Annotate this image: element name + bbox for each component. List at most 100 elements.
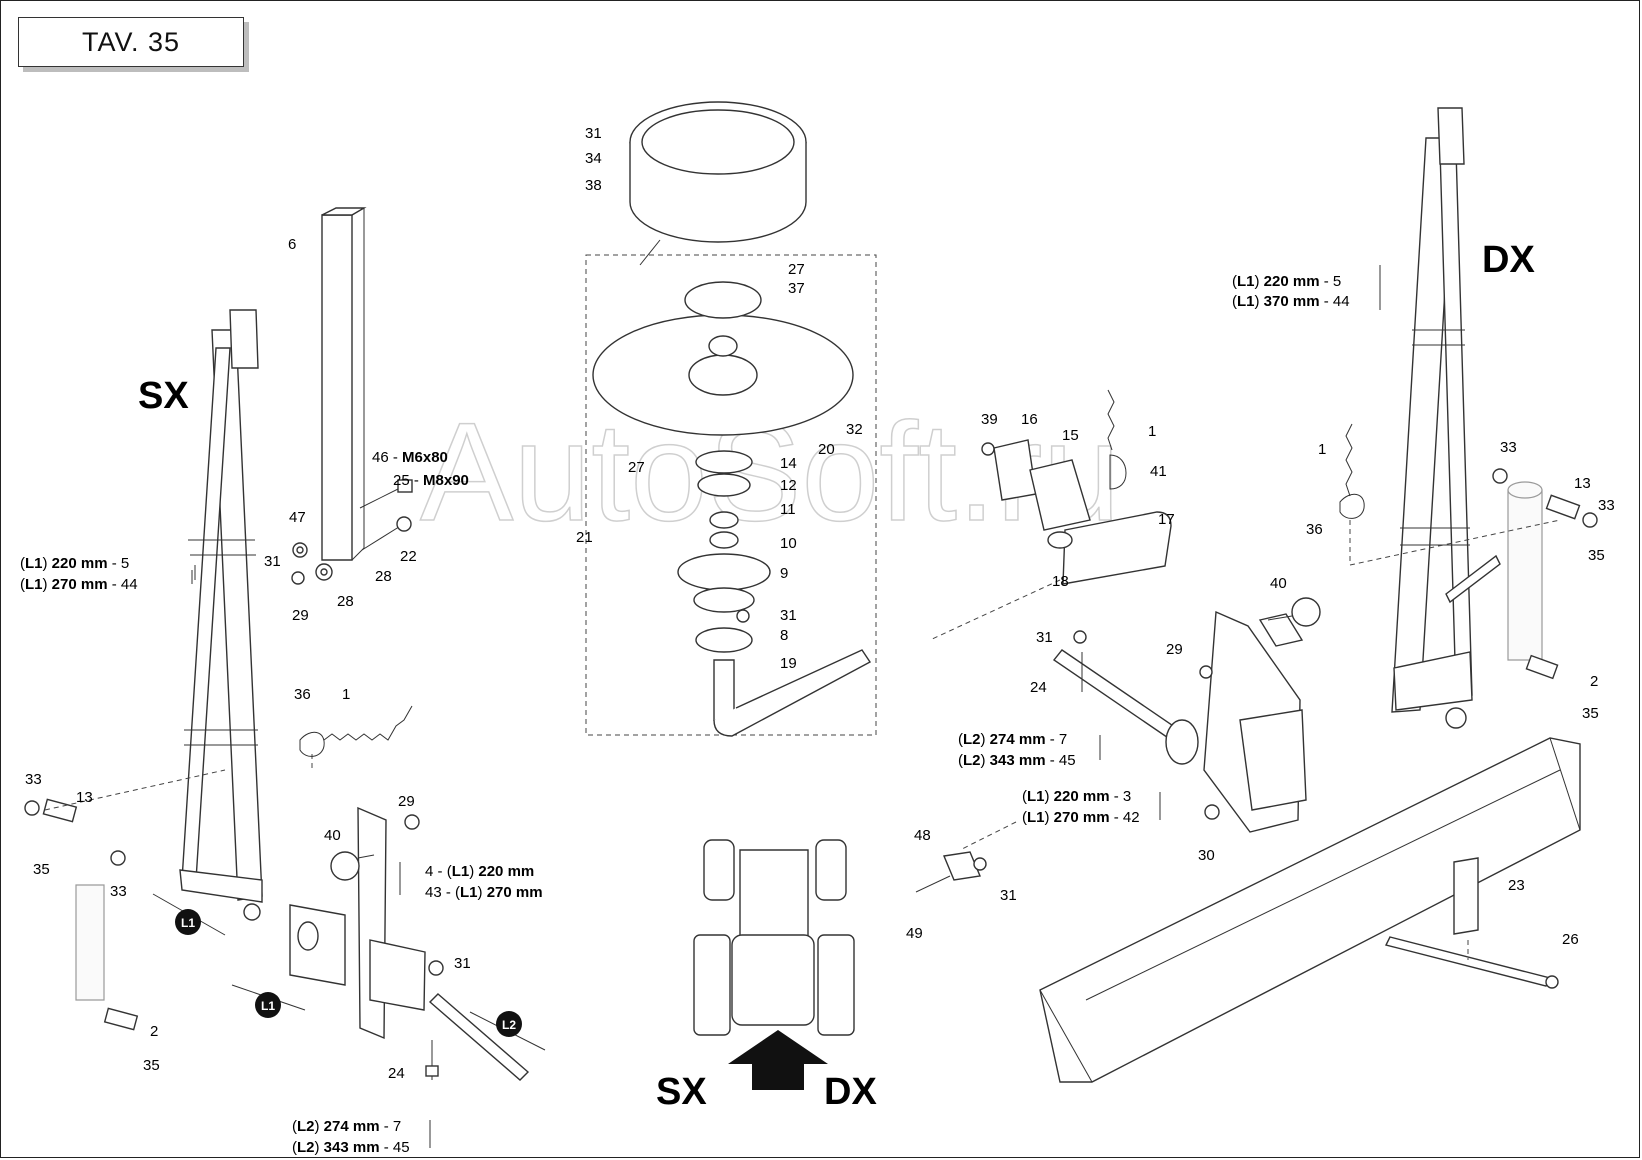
callout-29c: 29 [1166,641,1183,658]
right-post [1391,107,1501,729]
forward-arrow-icon [728,1030,828,1090]
callout-2: 2 [150,1023,158,1040]
dim-marker-l1-post: L1 [175,909,201,935]
tube-6 [321,207,367,561]
callout-20: 20 [818,441,835,458]
bolts-left [291,479,413,585]
callout-13b: 13 [1574,475,1591,492]
spec-left-post-1: (L1) 220 mm - 5 [20,555,129,572]
callout-12: 12 [780,477,797,494]
side-label-left: SX [138,375,189,417]
spec-right-bracket-1: (L1) 220 mm - 3 [1022,788,1131,805]
left-pin [425,960,530,1081]
dash-clamp [929,579,1061,641]
callout-35: 35 [33,861,50,878]
side-label-right: DX [1482,239,1535,281]
callout-40b: 40 [1270,575,1287,592]
frame-beam [1039,737,1581,1083]
callout-36: 36 [294,686,311,703]
callout-41: 41 [1150,463,1167,480]
clamp-48 [915,851,987,893]
callout-34: 34 [585,150,602,167]
right-bracket [1199,597,1321,833]
callout-31c: 31 [264,553,281,570]
callout-1c: 1 [1318,441,1326,458]
callout-22: 22 [400,548,417,565]
callout-24: 24 [388,1065,405,1082]
callout-1b: 1 [1148,423,1156,440]
spec-right-pin-2: (L2) 343 mm - 45 [958,752,1076,769]
callout-33: 33 [25,771,42,788]
svg-text:L1: L1 [181,916,195,930]
callout-24b: 24 [1030,679,1047,696]
callout-13: 13 [76,789,93,806]
callout-2b: 2 [1590,673,1598,690]
callout-31f: 31 [1000,887,1017,904]
right-hardware [1339,423,1598,680]
left-hardware [24,705,413,1031]
arrow-label-right: DX [824,1071,877,1113]
callout-39: 39 [981,411,998,428]
dim-marker-l1-bracket: L1 [255,992,281,1018]
callout-28b: 28 [375,568,392,585]
shaft-19 [713,649,872,737]
callout-33b: 33 [110,883,127,900]
callout-21: 21 [576,529,593,546]
callout-18: 18 [1052,573,1069,590]
callout-1: 1 [342,686,350,703]
callout-26: 26 [1562,931,1579,948]
callout-numbers: 31 34 38 27 37 32 20 14 27 12 11 21 10 9… [25,125,1615,1082]
callout-15: 15 [1062,427,1079,444]
callout-29: 29 [292,607,309,624]
dash-clamp48 [959,821,1017,851]
callout-10: 10 [780,535,797,552]
callout-23: 23 [1508,877,1525,894]
clamp-assembly [981,389,1172,585]
bracket-23 [1453,857,1479,935]
callout-29b: 29 [398,793,415,810]
callout-35c: 35 [1588,547,1605,564]
spec-left-post-2: (L1) 270 mm - 44 [20,576,138,593]
spec-left-bracket-1: 4 - (L1) 220 mm [425,863,534,880]
callout-27: 27 [788,261,805,278]
hub-stack [677,450,771,653]
callout-38: 38 [585,177,602,194]
callout-33c: 33 [1500,439,1517,456]
left-bracket [289,806,426,1040]
callout-14: 14 [780,455,797,472]
svg-text:L2: L2 [502,1018,516,1032]
callout-47: 47 [289,509,306,526]
callout-49: 49 [906,925,923,942]
callout-36b: 36 [1306,521,1323,538]
callout-35b: 35 [143,1057,160,1074]
callout-31: 31 [585,125,602,142]
spec-left-bracket-2: 43 - (L1) 270 mm [425,884,543,901]
callout-48: 48 [914,827,931,844]
left-post [179,309,263,921]
callout-31b: 31 [780,607,797,624]
spec-right-post-2: (L1) 370 mm - 44 [1232,293,1350,310]
callout-17: 17 [1158,511,1175,528]
dim-marker-l2-pin: L2 [496,1011,522,1037]
callout-31e: 31 [1036,629,1053,646]
callout-28: 28 [337,593,354,610]
callout-11: 11 [780,501,796,518]
rotor-assembly-box [585,254,877,736]
plate-title: TAV. 35 [18,17,244,67]
callout-9: 9 [780,565,788,582]
tractor-icon [693,839,855,1036]
callout-35d: 35 [1582,705,1599,722]
callout-27b: 27 [628,459,645,476]
arrow-label-left: SX [656,1071,707,1113]
cover-leader [639,239,661,266]
cover-38 [629,101,807,243]
callout-16: 16 [1021,411,1038,428]
callout-40: 40 [324,827,341,844]
spec-right-bracket-2: (L1) 270 mm - 42 [1022,809,1140,826]
spec-bolt-25: 25 - M8x90 [393,472,469,489]
spec-right-pin-1: (L2) 274 mm - 7 [958,731,1067,748]
callout-32: 32 [846,421,863,438]
callout-19: 19 [780,655,797,672]
disc-20 [592,281,854,436]
